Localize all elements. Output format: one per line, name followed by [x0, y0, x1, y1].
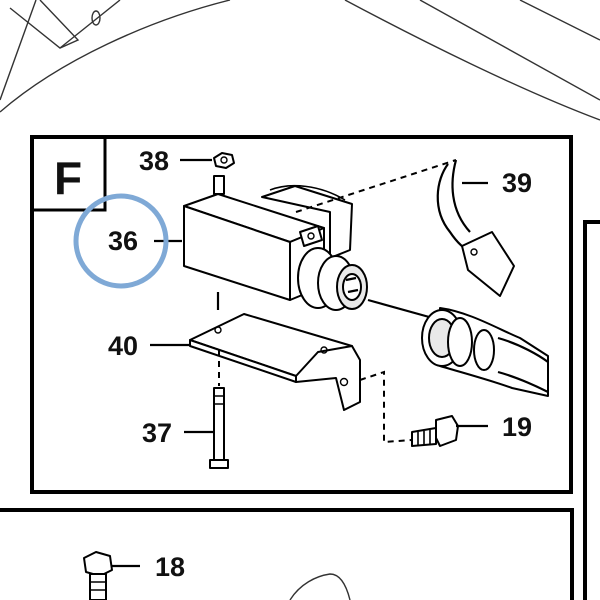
callout-18: 18 — [155, 552, 185, 582]
right-frame-edge — [583, 220, 600, 600]
part-19-bolt — [411, 415, 459, 447]
callout-39: 39 — [502, 168, 532, 198]
detail-frame-f — [30, 135, 573, 494]
part-36-housing — [183, 152, 368, 311]
callout-36: 36 — [108, 226, 138, 256]
callout-38: 38 — [139, 146, 169, 176]
part-39-tag — [295, 159, 515, 297]
mating-plug — [367, 298, 549, 397]
background-outline — [0, 0, 600, 121]
lower-frame-edge — [0, 508, 574, 600]
part-18-bolt — [83, 551, 113, 600]
section-letter-box — [30, 135, 107, 212]
callout-36-highlight-ring — [73, 193, 169, 289]
part-37-bolt — [209, 387, 229, 469]
callout-40: 40 — [108, 331, 138, 361]
callout-19: 19 — [502, 412, 532, 442]
part-40-plate — [189, 313, 361, 411]
leader-lines — [112, 158, 488, 568]
callout-37: 37 — [142, 418, 172, 448]
lower-partial-outline — [289, 573, 351, 600]
section-letter: F — [54, 152, 82, 204]
bolt-19-guide — [359, 370, 413, 444]
